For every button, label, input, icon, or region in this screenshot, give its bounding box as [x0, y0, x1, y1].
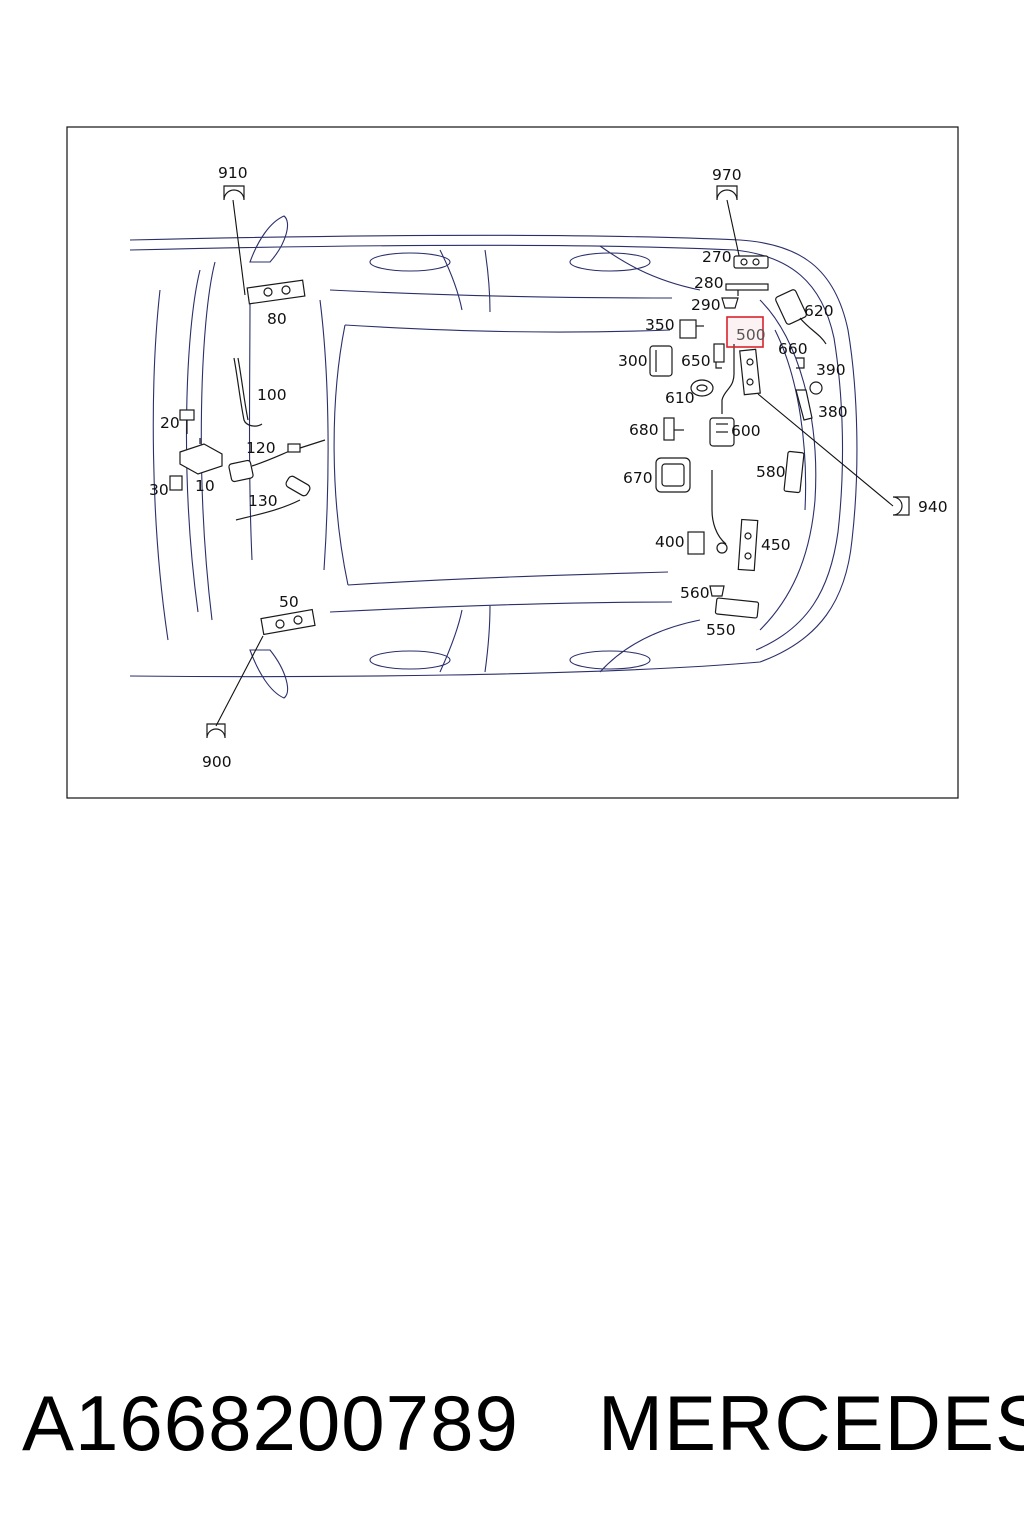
part-80	[246, 279, 306, 305]
part-550	[714, 597, 760, 619]
part-290	[721, 297, 739, 309]
label-910: 910	[218, 164, 248, 182]
part-130	[235, 475, 311, 521]
callout-940	[757, 393, 910, 516]
footer: A1668200789 MERCEDES	[0, 1368, 1024, 1478]
label-130: 130	[248, 492, 278, 510]
label-660: 660	[778, 340, 808, 358]
label-290: 290	[691, 296, 721, 314]
part-380	[795, 389, 813, 421]
label-610: 610	[665, 389, 695, 407]
brand-name: MERCEDES	[598, 1379, 1024, 1467]
part-390	[809, 381, 823, 395]
label-120: 120	[246, 439, 276, 457]
callout-910	[223, 185, 246, 296]
part-400	[687, 470, 728, 555]
label-940: 940	[918, 498, 948, 516]
part-50	[260, 608, 316, 636]
label-10: 10	[195, 477, 215, 495]
label-450: 450	[761, 536, 791, 554]
highlight-box-500	[726, 316, 764, 348]
part-280	[725, 283, 769, 296]
label-600: 600	[731, 422, 761, 440]
callout-970	[716, 185, 741, 261]
part-580	[783, 450, 805, 494]
part-270	[733, 255, 769, 269]
part-600	[709, 417, 735, 447]
label-50: 50	[279, 593, 299, 611]
label-620: 620	[804, 302, 834, 320]
label-580: 580	[756, 463, 786, 481]
part-30	[169, 475, 183, 491]
label-280: 280	[694, 274, 724, 292]
part-660	[796, 357, 805, 369]
label-550: 550	[706, 621, 736, 639]
part-620	[775, 289, 827, 345]
label-670: 670	[623, 469, 653, 487]
car-outline	[129, 215, 858, 699]
label-80: 80	[267, 310, 287, 328]
part-350	[679, 319, 704, 339]
part-120	[228, 439, 326, 483]
label-680: 680	[629, 421, 659, 439]
label-300: 300	[618, 352, 648, 370]
part-20	[179, 409, 195, 434]
label-390: 390	[816, 361, 846, 379]
label-560: 560	[680, 584, 710, 602]
label-270: 270	[702, 248, 732, 266]
part-10	[179, 438, 223, 475]
label-400: 400	[655, 533, 685, 551]
label-20: 20	[160, 414, 180, 432]
part-680	[663, 417, 684, 441]
parts-diagram: 910 970 80 270 280 290 620 350 500 300 6…	[66, 126, 959, 799]
part-560	[709, 585, 725, 597]
diagram-frame	[66, 126, 959, 799]
label-380: 380	[818, 403, 848, 421]
label-30: 30	[149, 481, 169, 499]
callout-900	[206, 635, 264, 739]
part-610	[690, 344, 735, 414]
label-970: 970	[712, 166, 742, 184]
label-500: 500	[736, 326, 766, 344]
part-670	[655, 457, 691, 493]
part-300	[649, 345, 673, 377]
label-650: 650	[681, 352, 711, 370]
part-number: A1668200789	[22, 1379, 519, 1467]
part-100	[233, 357, 263, 427]
part-450	[737, 518, 759, 572]
label-100: 100	[257, 386, 287, 404]
label-900: 900	[202, 753, 232, 771]
part-500	[739, 348, 761, 396]
part-650	[713, 343, 725, 369]
label-350: 350	[645, 316, 675, 334]
